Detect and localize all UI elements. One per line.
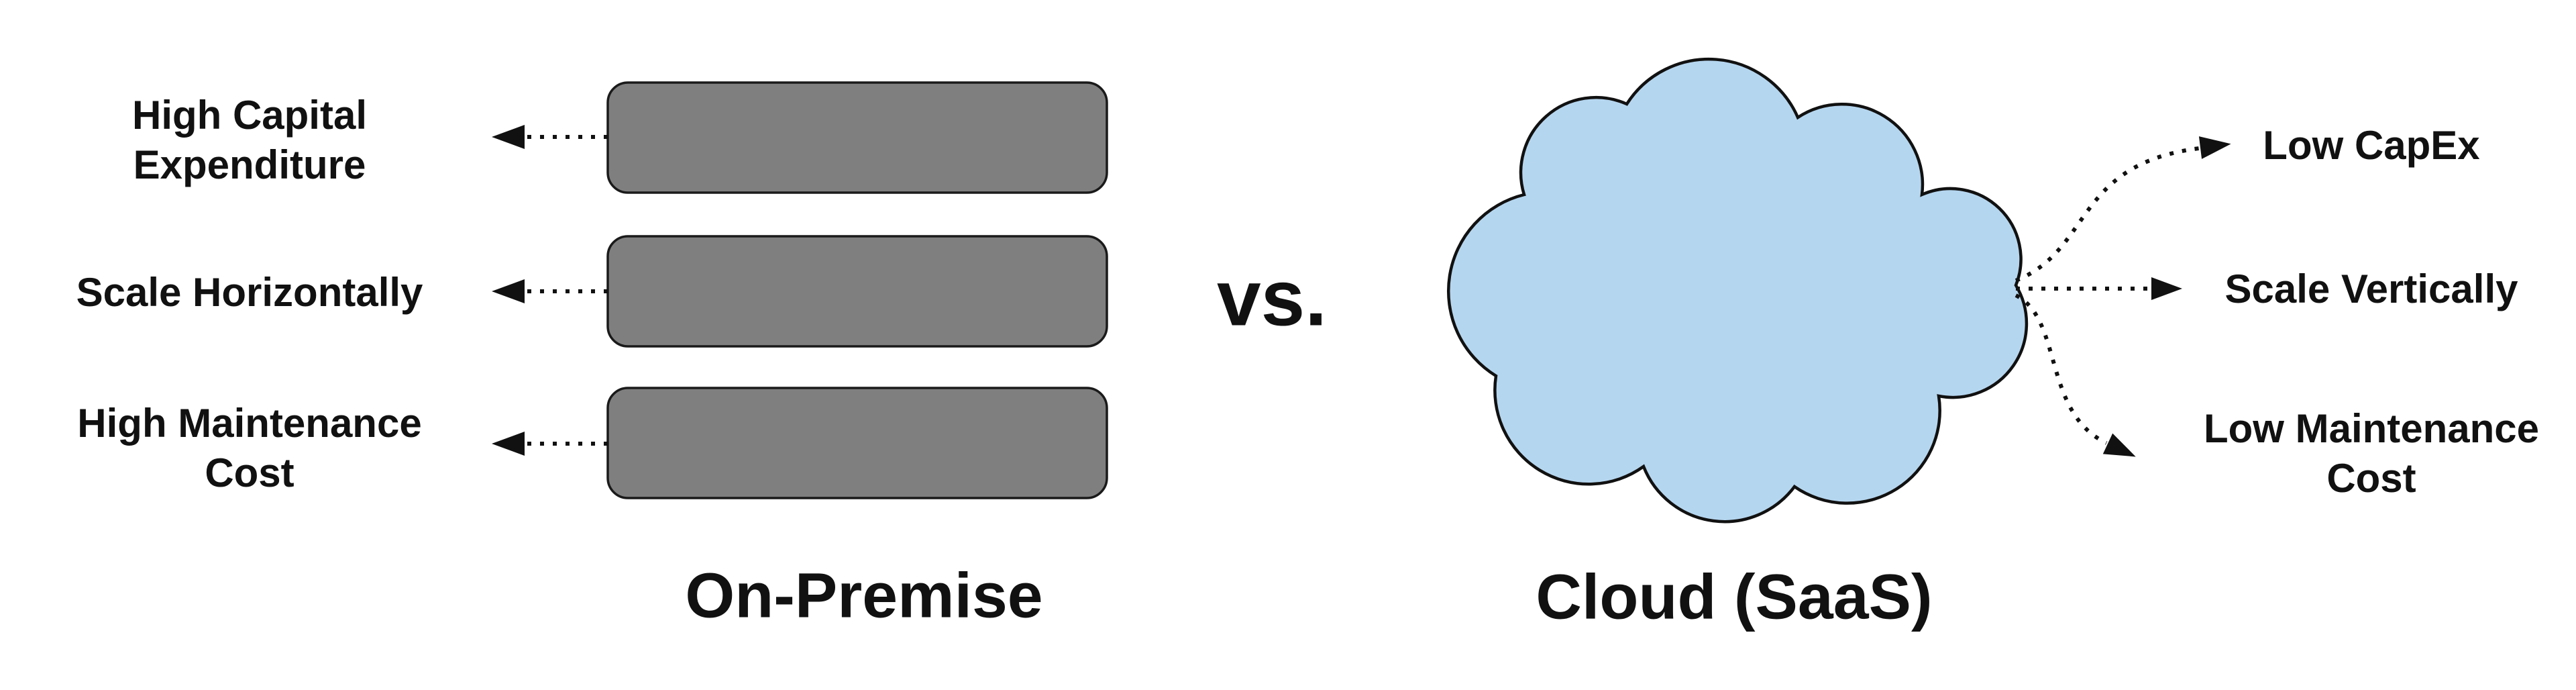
cloud-label-scale-vertically: Scale Vertically (2224, 266, 2518, 312)
cloud-label-low-capex: Low CapEx (2263, 123, 2480, 168)
on-premise-label-scale-horizontally: Scale Horizontally (76, 270, 423, 315)
arrow-low-capex (2015, 136, 2231, 283)
cloud-shape (1446, 57, 2029, 524)
on-premise-label-high-maintenance: High Maintenance Cost (77, 401, 422, 495)
cloud-label-low-maintenance: Low Maintenance Cost (2203, 406, 2540, 501)
arrow-low-maintenance (2015, 293, 2136, 457)
cloud-arrows (2015, 136, 2231, 457)
server-stack (606, 81, 1108, 499)
arrow-high-maintenance (492, 432, 608, 456)
on-premise-arrows (492, 125, 608, 456)
cloud-title: Cloud (SaaS) (1536, 561, 1933, 633)
server-box-3 (606, 387, 1108, 499)
arrow-scale-vertically (2016, 277, 2182, 300)
on-premise-label-high-capex: High Capital Expenditure (131, 93, 367, 187)
versus-label: vs. (1216, 254, 1328, 343)
on-premise-title: On-Premise (685, 560, 1043, 632)
arrow-scale-horizontally (492, 279, 608, 303)
arrow-high-capex (492, 125, 608, 149)
server-box-2 (606, 235, 1108, 348)
server-box-1 (606, 81, 1108, 194)
